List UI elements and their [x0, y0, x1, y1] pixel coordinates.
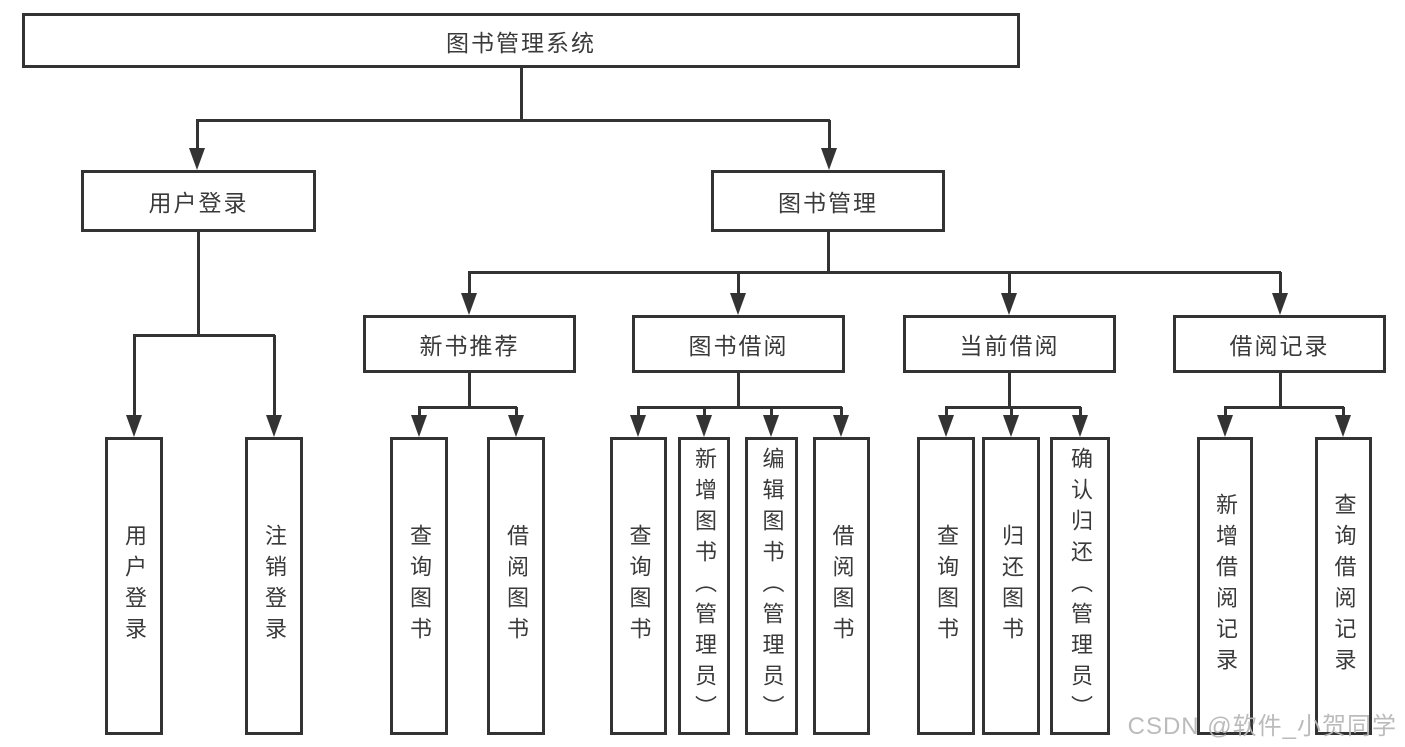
arrowhead-icon [461, 293, 477, 315]
connector-line [468, 272, 471, 301]
node-label: 当前借阅 [959, 333, 1060, 359]
connector-line [468, 271, 1281, 274]
node-label: 查询图书 [407, 524, 432, 648]
arrowhead-icon [266, 415, 282, 437]
leaf-borrow-books-2: 借阅图书 [813, 437, 870, 735]
arrowhead-icon [938, 415, 954, 437]
connector-line [273, 335, 276, 423]
arrowhead-icon [730, 293, 746, 315]
node-user-login: 用户登录 [81, 170, 316, 232]
connector-line [418, 406, 517, 409]
node-borrowing-records: 借阅记录 [1173, 315, 1386, 373]
connector-line [1279, 373, 1282, 407]
node-label: 新增借阅记录 [1213, 493, 1238, 679]
connector-line [1279, 272, 1282, 301]
connector-line [737, 272, 740, 301]
node-label: 借阅图书 [829, 524, 855, 648]
node-label: 确认归还（管理员） [1068, 446, 1093, 726]
node-label: 注销登录 [262, 524, 287, 648]
node-label: 图书管理系统 [446, 29, 596, 56]
leaf-query-borrow-record: 查询借阅记录 [1315, 437, 1372, 735]
node-book-borrowing: 图书借阅 [632, 315, 845, 373]
node-label: 用户登录 [122, 524, 147, 648]
node-book-management: 图书管理 [711, 170, 945, 232]
connector-line [196, 120, 199, 156]
connector-line [827, 232, 830, 272]
node-label: 查询图书 [626, 524, 652, 648]
leaf-logout: 注销登录 [245, 437, 303, 735]
node-label: 新书推荐 [419, 333, 520, 359]
arrowhead-icon [1001, 293, 1017, 315]
connector-line [1008, 373, 1011, 407]
connector-line [133, 335, 136, 423]
arrowhead-icon [1072, 415, 1088, 437]
leaf-borrow-books-1: 借阅图书 [487, 437, 545, 735]
node-label: 归还图书 [999, 524, 1024, 648]
leaf-add-books-admin: 新增图书（管理员） [678, 437, 730, 735]
connector-line [1224, 406, 1344, 409]
node-new-book-recommendation: 新书推荐 [363, 315, 576, 373]
connector-line [520, 68, 523, 120]
node-label: 新增图书（管理员） [692, 446, 717, 726]
node-label: 借阅记录 [1229, 333, 1330, 359]
node-library-management-system: 图书管理系统 [22, 13, 1020, 68]
arrowhead-icon [411, 415, 427, 437]
node-label: 图书借阅 [688, 333, 789, 359]
arrowhead-icon [821, 148, 837, 170]
leaf-user-login: 用户登录 [105, 437, 163, 735]
arrowhead-icon [126, 415, 142, 437]
connector-line [196, 119, 830, 122]
connector-line [828, 120, 831, 156]
leaf-return-books: 归还图书 [982, 437, 1040, 735]
arrowhead-icon [1217, 415, 1233, 437]
node-label: 编辑图书（管理员） [759, 446, 785, 726]
connector-line [133, 334, 275, 337]
connector-line [1008, 272, 1011, 301]
arrowhead-icon [833, 415, 849, 437]
connector-line [737, 373, 740, 407]
node-label: 查询借阅记录 [1331, 493, 1357, 679]
connector-line [197, 232, 200, 335]
arrowhead-icon [1003, 415, 1019, 437]
csdn-watermark: CSDN @软件_小贺同学 [1127, 713, 1397, 740]
arrowhead-icon [508, 415, 524, 437]
node-label: 图书管理 [778, 190, 878, 216]
connector-line [945, 406, 1081, 409]
leaf-query-books-3: 查询图书 [917, 437, 975, 735]
node-label: 借阅图书 [504, 524, 529, 648]
connector-line [468, 373, 471, 407]
arrowhead-icon [189, 148, 205, 170]
arrowhead-icon [630, 415, 646, 437]
leaf-query-books-2: 查询图书 [610, 437, 667, 735]
leaf-confirm-return-admin: 确认归还（管理员） [1050, 437, 1110, 735]
leaf-add-borrow-record: 新增借阅记录 [1197, 437, 1253, 735]
leaf-edit-books-admin: 编辑图书（管理员） [745, 437, 798, 735]
leaf-query-books-1: 查询图书 [390, 437, 448, 735]
arrowhead-icon [763, 415, 779, 437]
node-current-borrowing: 当前借阅 [903, 315, 1116, 373]
node-label: 查询图书 [934, 524, 959, 648]
node-label: 用户登录 [148, 190, 249, 216]
arrowhead-icon [1272, 293, 1288, 315]
arrowhead-icon [1335, 415, 1351, 437]
connector-line [637, 406, 842, 409]
arrowhead-icon [696, 415, 712, 437]
